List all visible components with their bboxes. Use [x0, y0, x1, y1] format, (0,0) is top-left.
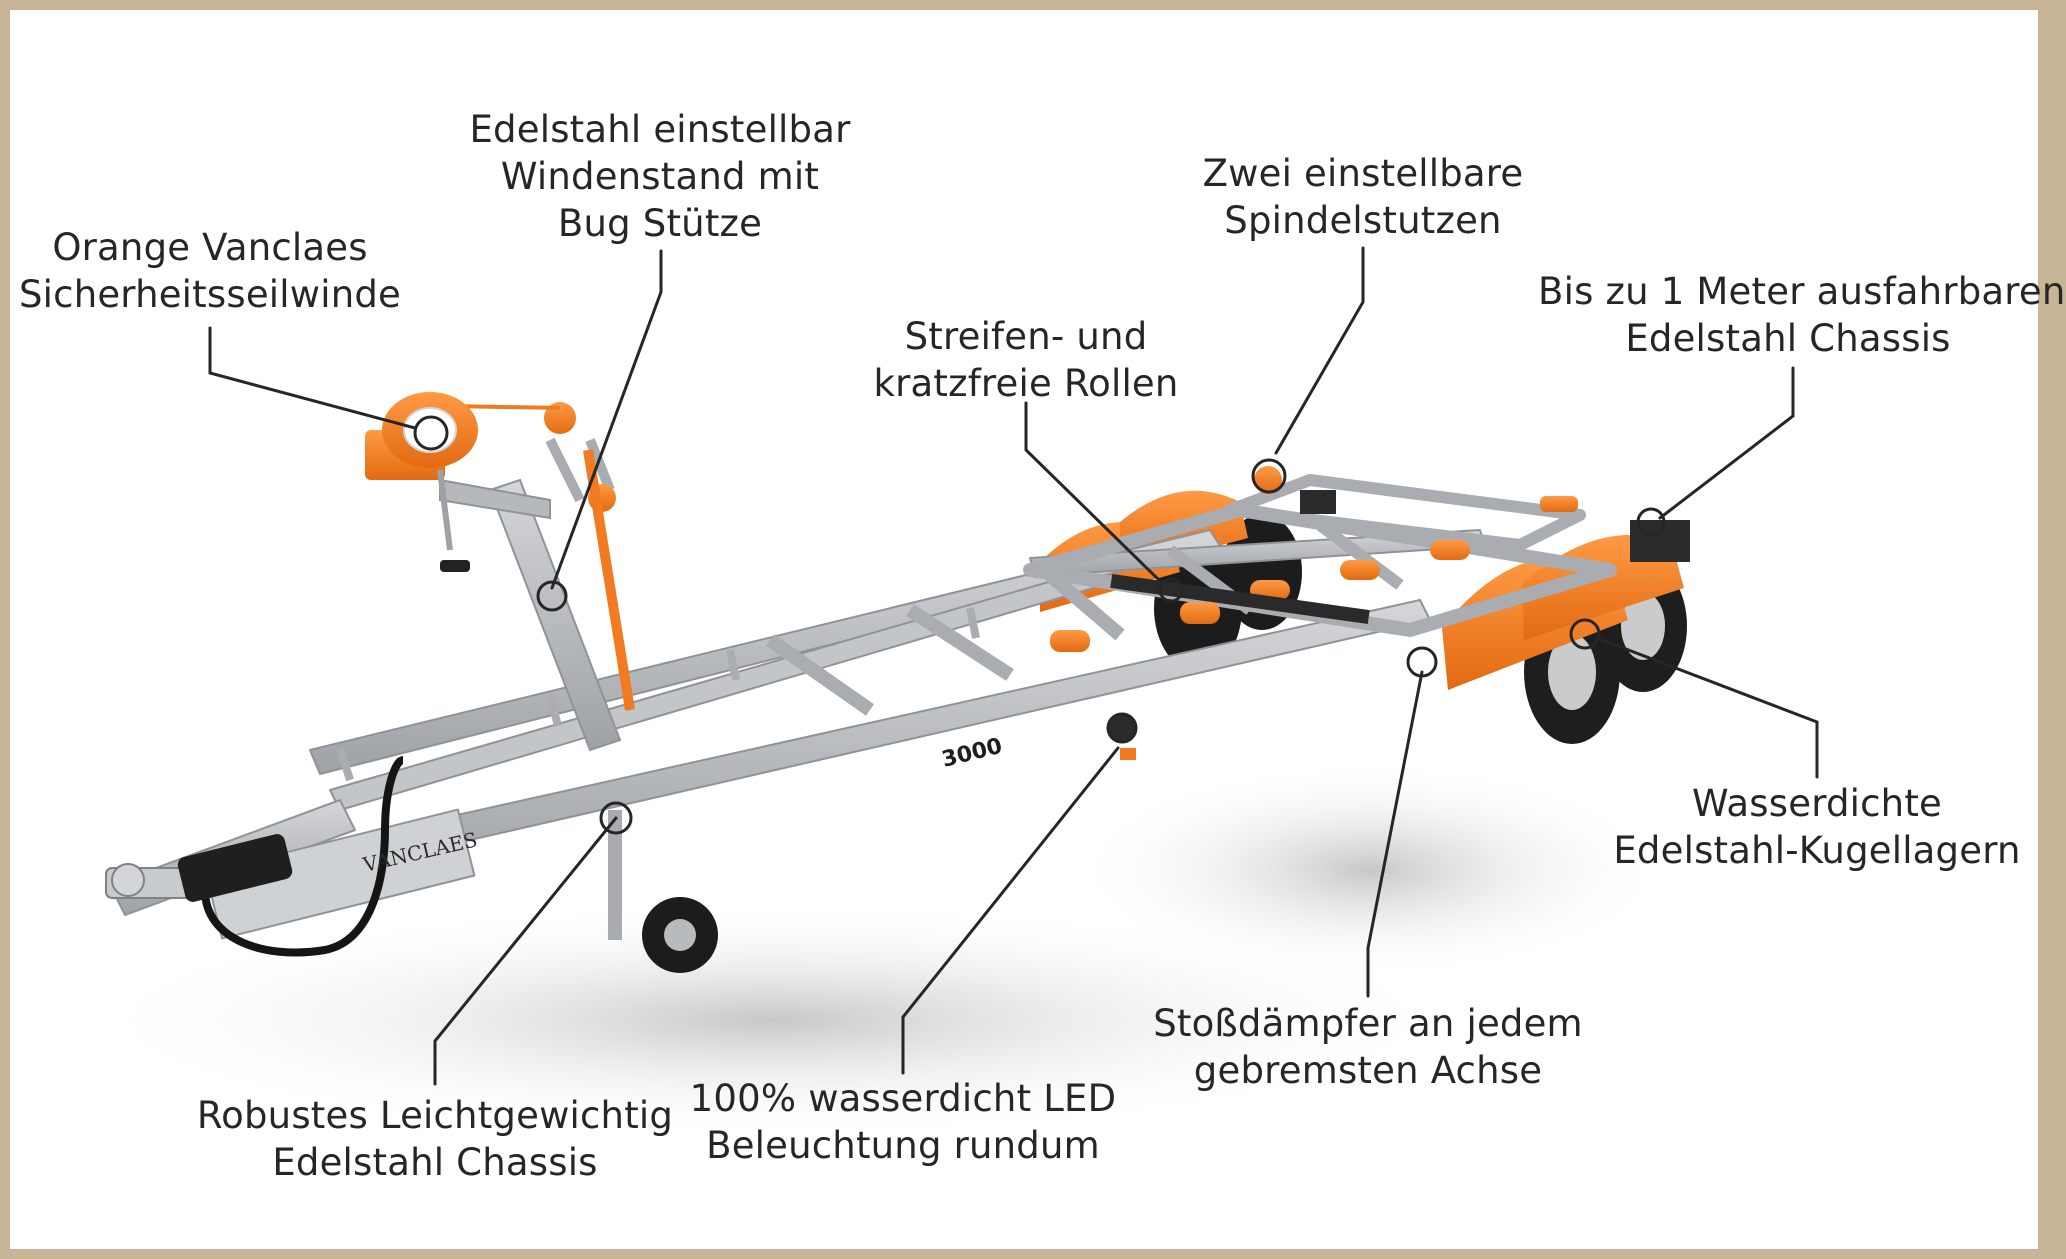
- model-mark: 3000: [939, 734, 1004, 773]
- jockey-wheel: [608, 810, 718, 973]
- lighting-cable: [201, 756, 405, 957]
- ground-shadow: [70, 760, 1670, 1140]
- winch-stand: [439, 437, 622, 752]
- leader-lines: [208, 246, 1819, 1086]
- rear-light: [1108, 714, 1136, 760]
- spindle-jacks: [1254, 466, 1690, 562]
- boat-trailer-illustration: VANCLAES 3000: [70, 246, 1819, 1140]
- bow-support: [449, 402, 635, 711]
- winch-drum: [365, 392, 478, 572]
- keel-rollers: [1050, 540, 1470, 652]
- tow-coupling: [105, 834, 293, 902]
- callout-circles: [413, 415, 1666, 835]
